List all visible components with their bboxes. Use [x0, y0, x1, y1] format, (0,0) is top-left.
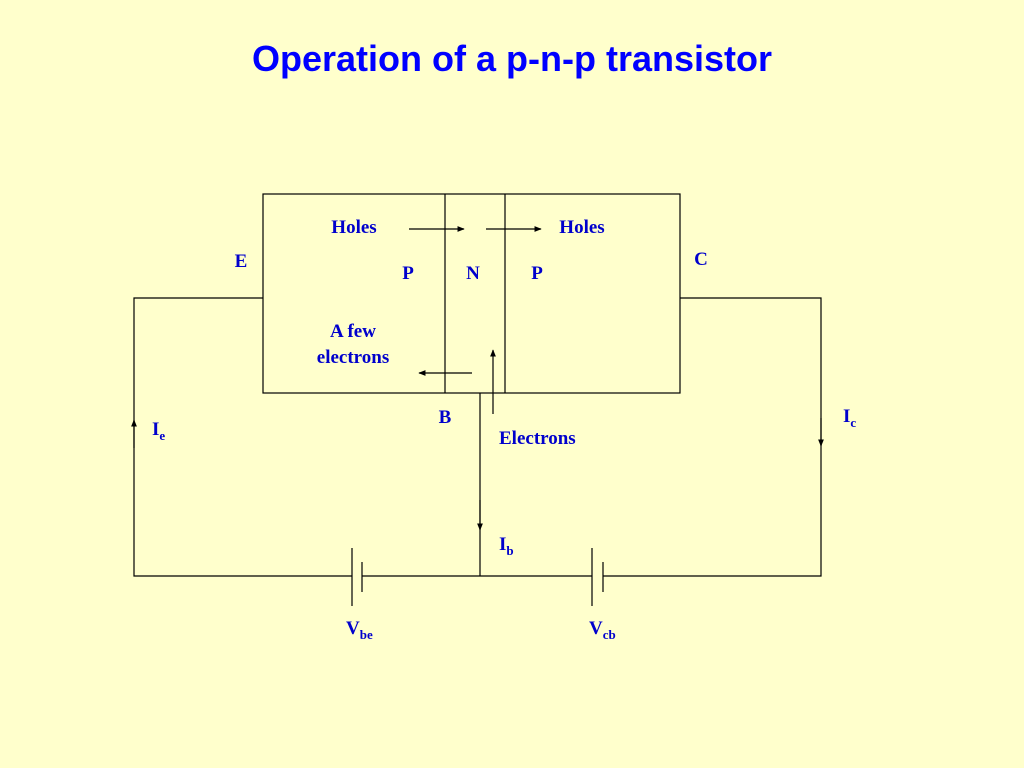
base-label: B [439, 407, 452, 428]
region-right-label: P [531, 263, 543, 284]
transistor-body [262, 193, 681, 394]
emitter-current-label: Ie [152, 419, 165, 443]
slide-title: Operation of a p-n-p transistor [251, 38, 772, 79]
emitter-label: E [235, 251, 248, 272]
electrons-label: Electrons [499, 428, 576, 449]
vbe-label: Vbe [346, 618, 373, 642]
region-middle-label: N [466, 263, 480, 284]
base-current-label: Ib [499, 534, 514, 558]
collector-wire [603, 297, 822, 577]
collector-current-label: Ic [843, 406, 856, 430]
emitter-wire [133, 297, 352, 577]
holes-left-label: Holes [331, 217, 376, 238]
few-electrons-label-line2: electrons [317, 347, 389, 368]
few-electrons-label-line1: A few [330, 321, 376, 342]
holes-right-label: Holes [559, 217, 604, 238]
collector-label: C [694, 249, 708, 270]
region-left-label: P [402, 263, 414, 284]
vcb-label: Vcb [589, 618, 616, 642]
